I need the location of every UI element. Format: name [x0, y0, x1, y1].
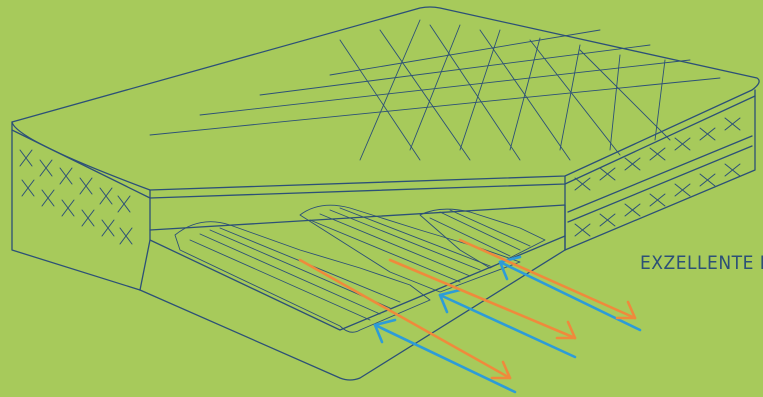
spring-coils	[175, 205, 545, 332]
quilting-pattern	[150, 20, 720, 160]
mattress-outline	[12, 7, 759, 380]
caption-text: EXZELLENTE DU	[640, 252, 763, 274]
